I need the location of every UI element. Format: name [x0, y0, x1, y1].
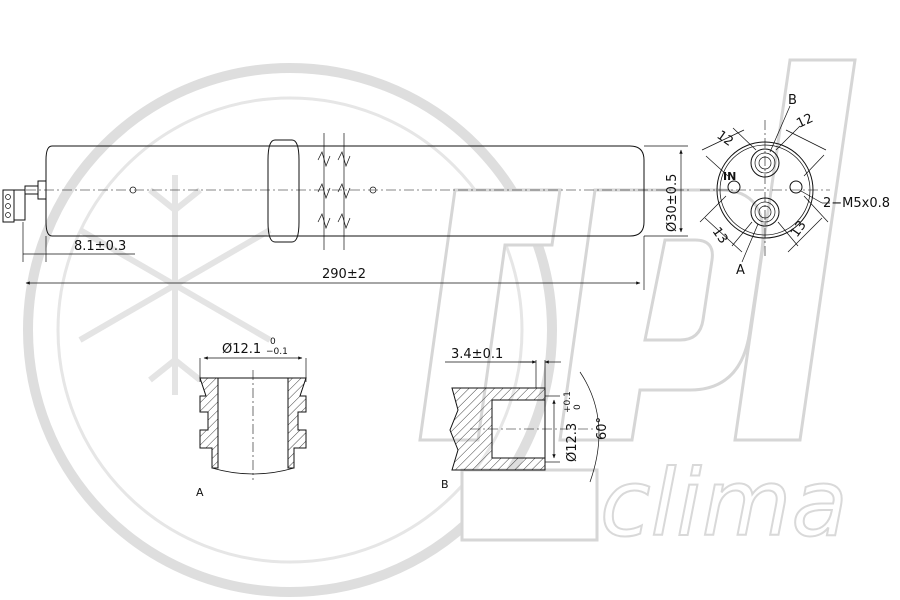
- detail-b-tol-upper: +0.1: [563, 391, 573, 413]
- offset-dim-text: 8.1±0.3: [74, 239, 126, 254]
- watermark-brand-text: clima: [600, 450, 848, 557]
- watermark-ring-inner: [56, 96, 524, 564]
- thread-dim-text: 2−M5x0.8: [823, 196, 890, 211]
- watermark-logo: clima: [23, 58, 857, 597]
- detail-b-view: 3.4±0.1 Ø12.3 +0.1 0 60° B: [441, 347, 610, 491]
- leader-thread: [800, 190, 823, 204]
- watermark-rpl-letters: [418, 58, 857, 442]
- left-fitting: [2, 180, 47, 223]
- port-b: [750, 148, 780, 178]
- watermark-clima-box: clima: [460, 449, 849, 558]
- detail-a-tol-upper: 0: [270, 337, 276, 347]
- dim-12-left: 12: [701, 127, 757, 177]
- detail-b-depth-dim: 3.4±0.1: [451, 347, 503, 362]
- dim-12-right: 12: [775, 111, 827, 177]
- detail-a-left-wall: [199, 377, 219, 469]
- port-a: [750, 197, 780, 227]
- break-lines: [317, 133, 351, 250]
- detail-b-angle-arc: [579, 371, 600, 483]
- leader-b: [769, 105, 791, 153]
- body-hole-right: [369, 186, 377, 194]
- offset-dimension: 8.1±0.3: [22, 222, 135, 262]
- diameter-dimension: Ø30±0.5: [644, 145, 688, 237]
- drier-body: [45, 145, 645, 237]
- detail-b-dia-dim: Ø12.3: [565, 423, 580, 462]
- svg-text:12: 12: [714, 128, 736, 150]
- end-view-label-b: B: [788, 93, 797, 108]
- diameter-dim-text: Ø30±0.5: [665, 174, 680, 232]
- end-view-label-a: A: [736, 263, 745, 278]
- body-hole-left: [129, 186, 137, 194]
- detail-a-tol-lower: −0.1: [266, 347, 288, 357]
- detail-a-label: A: [196, 486, 204, 499]
- drier-bead-ring: [267, 139, 300, 243]
- drier-side-view: Ø30±0.5 8.1±0.3 290±2: [2, 133, 690, 290]
- length-dimension: 290±2: [25, 236, 645, 290]
- svg-text:12: 12: [794, 111, 815, 132]
- detail-b-body: [449, 387, 546, 471]
- end-view-centerlines: [700, 120, 830, 258]
- detail-a-right-wall: [287, 377, 307, 469]
- detail-b-label: B: [441, 478, 449, 491]
- leader-a: [741, 223, 759, 263]
- detail-b-tol-lower: 0: [573, 404, 583, 410]
- length-dim-text: 290±2: [322, 267, 366, 282]
- inlet-label: IN: [723, 170, 736, 183]
- detail-a-view: Ø12.1 0 −0.1 A: [196, 337, 307, 499]
- snowflake-icon: [78, 175, 272, 395]
- detail-b-angle: 60°: [595, 417, 610, 440]
- watermark-ring-outer: [23, 63, 557, 597]
- thread-hole-right: [789, 180, 803, 194]
- thread-hole-left: [727, 180, 741, 194]
- detail-a-dim-text: Ø12.1: [222, 342, 261, 357]
